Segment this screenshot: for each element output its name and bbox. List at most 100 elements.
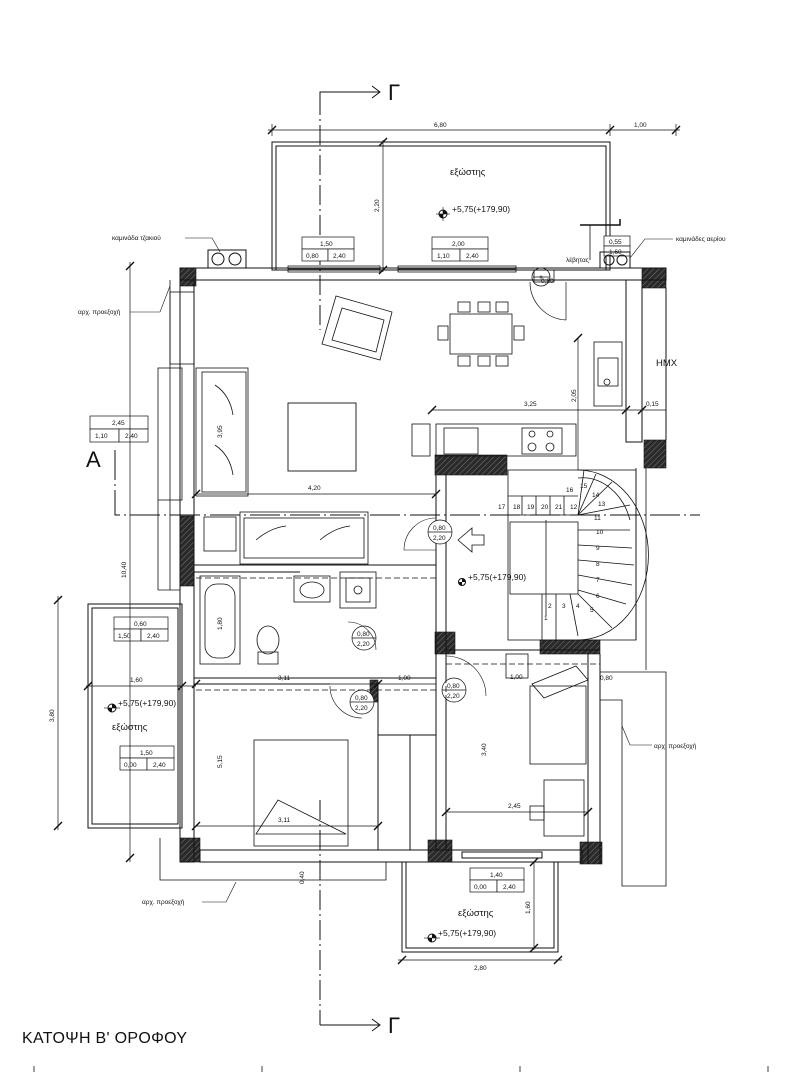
- window-tag-6: [119, 745, 175, 771]
- svg-text:13: 13: [598, 501, 606, 508]
- svg-text:1: 1: [544, 615, 548, 622]
- dim-line-top: [267, 124, 681, 136]
- svg-text:21: 21: [555, 504, 563, 511]
- svg-text:7: 7: [596, 577, 600, 584]
- dim-overall-depth-label: 10,40: [121, 561, 128, 578]
- svg-text:19: 19: [527, 504, 535, 511]
- svg-text:12: 12: [570, 504, 578, 511]
- coffee-table: [287, 402, 357, 472]
- window-4-width: 2,45: [112, 420, 125, 427]
- stair-elevation: +5,75(+179,90): [468, 572, 526, 582]
- bottom-terrace-elevation: +5,75(+179,90): [438, 928, 496, 938]
- bathtub: [199, 575, 241, 665]
- dining-table: [437, 301, 525, 367]
- window-1-width: 1,50: [320, 241, 333, 248]
- stair-numbers: 17 18 19 20 21 16 15 14 13 12 11 10 9 8 …: [498, 483, 606, 622]
- window-5-sill: 1,50: [118, 633, 131, 640]
- right-projection: [600, 468, 667, 887]
- dim-top-right: 1,00: [634, 122, 647, 129]
- window-6-height: 2,40: [153, 762, 166, 769]
- door-1-width: 0,80: [433, 525, 446, 532]
- bottom-projection: [159, 838, 387, 881]
- section-line-g-top: [319, 85, 381, 330]
- dim-living-width: [191, 489, 441, 499]
- dim-right-tiny-label: 0,80: [600, 675, 613, 682]
- window-tag-4: [89, 415, 149, 443]
- door-swing-2: [347, 621, 377, 651]
- window-2-width: 2,00: [452, 241, 465, 248]
- svg-text:5: 5: [590, 607, 594, 614]
- dim-bottom-terrace-depth-label: 1,60: [525, 901, 532, 914]
- window-2-height: 2,40: [466, 253, 479, 260]
- section-label-g-bottom: Γ: [388, 1013, 400, 1038]
- window-5-width: 0,60: [134, 621, 147, 628]
- dim-kitchen-depth-label: 2,05: [571, 389, 578, 402]
- bottom-terrace: [401, 851, 559, 953]
- svg-text:10: 10: [596, 529, 604, 536]
- shower: [339, 571, 377, 609]
- svg-text:4: 4: [576, 603, 580, 610]
- armchair: [321, 295, 393, 361]
- dim-right-small-label: 0,15: [646, 401, 659, 408]
- dim-bed-depth-label: 5,15: [217, 755, 224, 768]
- svg-text:2: 2: [548, 603, 552, 610]
- door-4-height: 2,20: [447, 693, 460, 700]
- section-line-g-bottom: [319, 800, 381, 1032]
- dim-corridor-width-label: 1,00: [398, 675, 411, 682]
- windows-top: [287, 265, 517, 273]
- dim-bed-width-top-label: 3,11: [278, 675, 291, 682]
- door-swing-1: [403, 517, 437, 551]
- tv-unit: [203, 516, 237, 552]
- window-7-height: 2,40: [503, 884, 516, 891]
- room3-furniture: [505, 653, 589, 837]
- window-tag-7: [469, 867, 525, 893]
- dim-bed-width-bottom: [191, 821, 383, 831]
- sofa-left: [195, 367, 249, 497]
- dim-bottom-terrace-depth: [529, 857, 539, 953]
- window-tag-5: [113, 616, 169, 642]
- dim-overall-depth: [125, 261, 135, 863]
- top-terrace-elevation: +5,75(+179,90): [452, 204, 510, 214]
- door-tag-1: [427, 519, 453, 545]
- dim-terrace-depth-label: 2,20: [374, 199, 381, 212]
- level-marker-stair: [458, 578, 466, 586]
- left-projection: [157, 280, 195, 591]
- bed: [253, 739, 349, 847]
- chimney-gas-label: καμινάδες αερίου: [676, 235, 726, 243]
- staircase: [507, 469, 649, 641]
- dim-room3-width-label: 2,45: [508, 803, 521, 810]
- window-1-sill: 0,80: [306, 253, 319, 260]
- dim-bottom-terrace-width: [397, 955, 563, 965]
- svg-text:14: 14: [592, 492, 600, 499]
- door-swing-3: [329, 685, 363, 719]
- overhang-leader-2: [202, 881, 237, 903]
- dim-bed-width-bottom-label: 3,11: [278, 817, 291, 824]
- overhang-label-3: αρχ. προεξοχή: [654, 743, 697, 750]
- dim-top-main: 6,80: [434, 122, 447, 129]
- level-marker-top: [436, 207, 450, 221]
- walls-outline: [179, 267, 667, 864]
- window-4-height: 2,40: [125, 433, 138, 440]
- svg-text:8: 8: [596, 561, 600, 568]
- gas-chimney-icon: [599, 251, 631, 269]
- chimney-fireplace-label: καμινάδα τζακιού: [112, 234, 161, 242]
- door-2-height: 2,20: [357, 641, 370, 648]
- svg-text:17: 17: [498, 504, 506, 511]
- window-1-height: 2,40: [333, 253, 346, 260]
- appliance-label: HMX: [656, 358, 678, 369]
- dim-left-terrace-width-label: 1,60: [130, 677, 143, 684]
- dim-bottom-offset-label: 0,40: [299, 871, 306, 884]
- section-label-g-top: Γ: [388, 80, 400, 105]
- window-2-sill: 1,10: [437, 253, 450, 260]
- svg-text:16: 16: [566, 487, 574, 494]
- window-6-width: 1,50: [140, 750, 153, 757]
- door-1-height: 2,20: [433, 535, 446, 542]
- walls-hatched: [179, 267, 667, 865]
- window-3-width: 0,55: [609, 239, 622, 246]
- dim-left-terrace-depth-label: 3,80: [49, 709, 56, 722]
- svg-text:18: 18: [513, 504, 521, 511]
- dim-terrace-depth: [378, 137, 388, 275]
- sofa-bottom: [239, 511, 369, 565]
- svg-text:9: 9: [596, 545, 600, 552]
- boiler-vent: [580, 219, 621, 226]
